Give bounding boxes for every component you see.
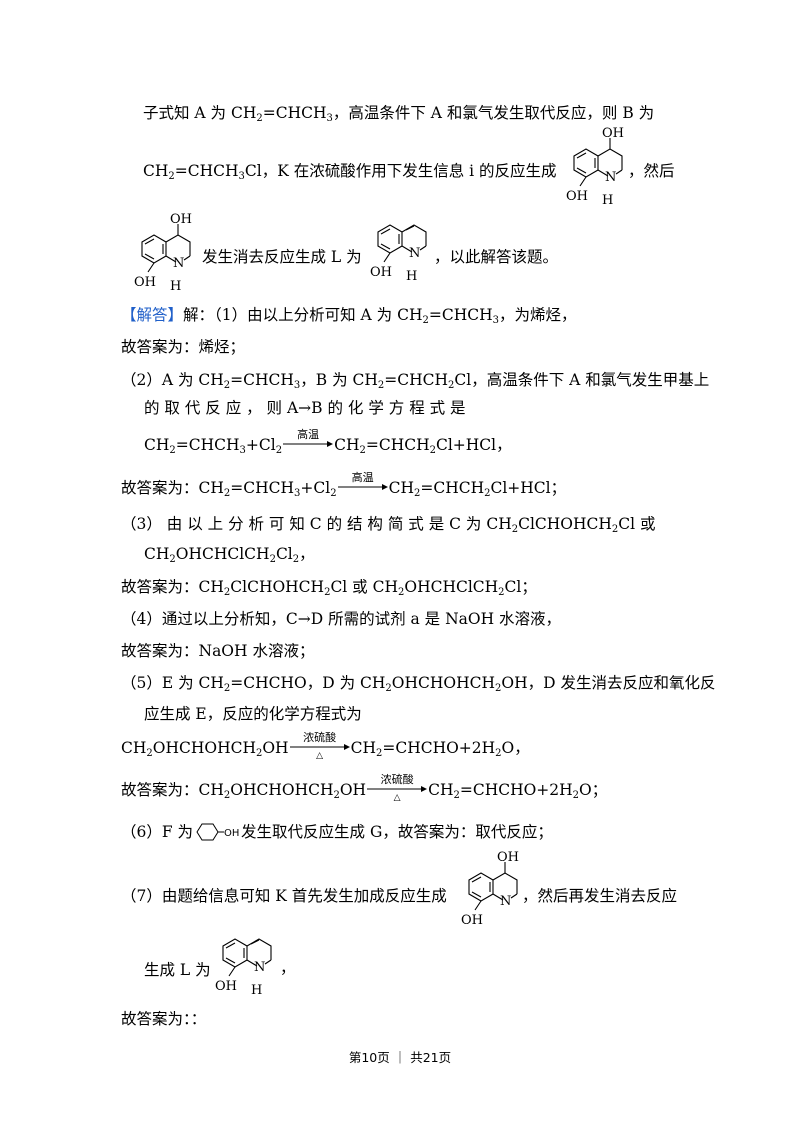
svg-text:OH: OH xyxy=(461,913,483,928)
reaction-arrow: 高温 xyxy=(283,429,334,454)
text-line-21a: 生成 L 为 xyxy=(144,961,211,979)
text-line-6: （2）A 为 CH2=CHCH3，B 为 CH2=CHCH2Cl，高温条件下 A… xyxy=(121,371,710,391)
reaction-arrow: 浓硫酸△ xyxy=(289,732,350,761)
svg-text:N: N xyxy=(500,894,511,909)
phenol-structure: OH xyxy=(196,823,239,841)
text-line-20b: ，然后再发生消去反应 xyxy=(522,887,678,905)
svg-text:OH: OH xyxy=(602,126,624,141)
text-line-14: 故答案为：NaOH 水溶液； xyxy=(121,642,315,660)
text-line-20a: （7）由题给信息可知 K 首先发生加成反应生成 xyxy=(121,887,447,905)
svg-text:OH: OH xyxy=(566,189,588,204)
text-line-7: 的 取 代 反 应 ， 则 A→B 的 化 学 方 程 式 是 xyxy=(144,399,466,417)
svg-text:N: N xyxy=(605,170,616,185)
tetrahydroquinoline-diol-structure-3: OH N OH xyxy=(461,850,519,928)
svg-text:OH: OH xyxy=(134,275,156,290)
dihydroquinolinol-structure-2: N H OH xyxy=(215,938,272,998)
text-line-19: （6）F 为 OH 发生取代反应生成 G，故答案为：取代反应； xyxy=(121,823,553,841)
text-line-21b: ， xyxy=(280,959,296,977)
svg-text:H: H xyxy=(251,983,262,998)
svg-text:OH: OH xyxy=(224,828,239,839)
svg-text:OH: OH xyxy=(170,212,192,227)
dihydroquinolinol-structure-1: N H OH xyxy=(370,224,427,284)
svg-text:N: N xyxy=(173,256,184,271)
reaction-arrow: 浓硫酸△ xyxy=(367,774,428,803)
tetrahydroquinoline-diol-structure-2: OH N H OH xyxy=(134,212,192,294)
text-line-13: （4）通过以上分析知，C→D 所需的试剂 a 是 NaOH 水溶液， xyxy=(121,610,562,628)
svg-text:H: H xyxy=(170,279,181,294)
svg-text:H: H xyxy=(406,269,417,284)
svg-text:N: N xyxy=(409,246,420,261)
text-line-15: （5）E 为 CH2=CHCHO，D 为 CH2OHCHOHCH2OH，D 发生… xyxy=(121,674,716,694)
text-line-10: （3） 由 以 上 分 析 可 知 C 的 结 构 简 式 是 C 为 CH2C… xyxy=(121,515,656,535)
text-line-1: 子式知 A 为 CH2=CHCH3，高温条件下 A 和氯气发生取代反应，则 B … xyxy=(143,104,655,124)
text-line-2: CH2=CHCH3Cl，K 在浓硫酸作用下发生信息 i 的反应生成 xyxy=(143,162,557,182)
page-footer: 第10页 ｜ 共21页 xyxy=(348,1050,452,1065)
answer-tag: 【解答】 xyxy=(121,306,184,324)
text-line-11: CH2OHCHClCH2Cl2， xyxy=(144,545,315,565)
svg-text:OH: OH xyxy=(215,979,237,994)
text-line-22: 故答案为：： xyxy=(121,1010,207,1028)
tetrahydroquinoline-diol-structure-1: OH N H OH xyxy=(566,126,624,208)
text-line-5: 故答案为：烯烃； xyxy=(121,338,246,356)
text-line-16: 应生成 E，反应的化学方程式为 xyxy=(144,705,362,723)
text-line-2-tail: ，然后 xyxy=(628,162,675,180)
svg-text:OH: OH xyxy=(370,265,392,280)
text-line-12: 故答案为：CH2ClCHOHCH2Cl 或 CH2OHCHClCH2Cl； xyxy=(121,578,537,598)
text-line-3a: 发生消去反应生成 L 为 xyxy=(202,248,362,266)
text-line-4: 【解答】解：（1）由以上分析可知 A 为 CH2=CHCH3，为烯烃， xyxy=(121,306,577,326)
svg-text:N: N xyxy=(254,960,265,975)
reaction-arrow: 高温 xyxy=(337,472,388,497)
text-line-3b: ，以此解答该题。 xyxy=(434,248,559,266)
svg-text:H: H xyxy=(602,193,613,208)
svg-text:OH: OH xyxy=(497,850,519,865)
